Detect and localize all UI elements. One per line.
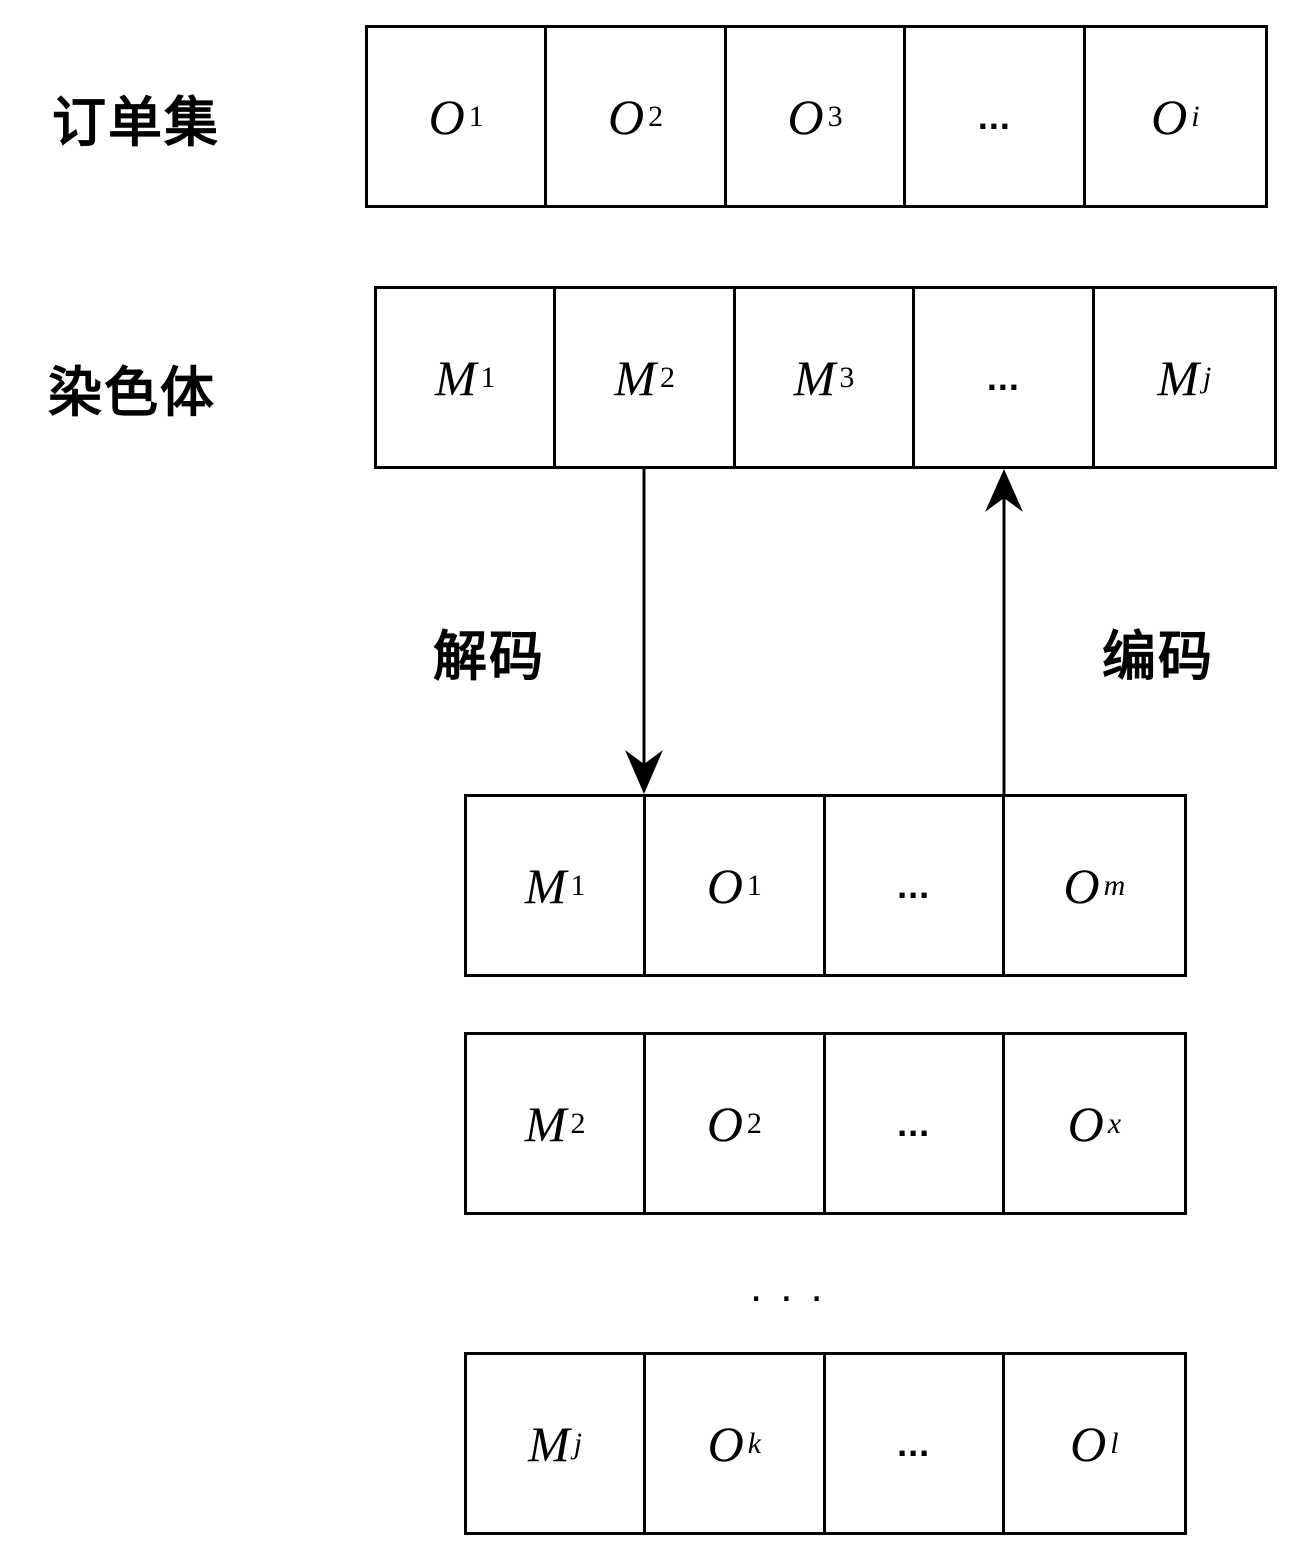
variable-symbol: M bbox=[434, 349, 477, 406]
variable-symbol: O bbox=[1067, 1095, 1104, 1152]
variable-subscript: 2 bbox=[746, 1106, 762, 1140]
variable-subscript: k bbox=[747, 1426, 762, 1460]
variable-subscript: j bbox=[1202, 360, 1212, 394]
variable-subscript: 1 bbox=[746, 868, 762, 902]
variable-subscript: i bbox=[1191, 99, 1200, 133]
chromosome-label: 染色体 bbox=[48, 361, 216, 424]
decode-arrow-head bbox=[625, 750, 663, 794]
variable-symbol: M bbox=[614, 349, 656, 406]
rows-ellipsis: ... bbox=[750, 1262, 841, 1311]
variable-subscript: l bbox=[1110, 1426, 1119, 1460]
variable-subscript: 1 bbox=[480, 360, 496, 394]
variable-symbol: M bbox=[524, 857, 567, 914]
variable-symbol: M bbox=[528, 1415, 570, 1472]
variable-symbol: O bbox=[608, 88, 645, 145]
variable-symbol: O bbox=[706, 1095, 743, 1152]
variable-symbol: O bbox=[428, 88, 465, 145]
variable-symbol: O bbox=[1070, 1415, 1107, 1472]
variable-symbol: O bbox=[1063, 857, 1100, 914]
encode-label: 编码 bbox=[1102, 625, 1214, 688]
decode-label: 解码 bbox=[433, 625, 545, 688]
ellipsis: ... bbox=[897, 1422, 931, 1464]
cell: ... bbox=[906, 28, 1086, 205]
variable-symbol: O bbox=[706, 857, 743, 914]
variable-symbol: O bbox=[707, 1415, 744, 1472]
variable-subscript: m bbox=[1103, 868, 1126, 902]
variable-subscript: 3 bbox=[827, 99, 843, 133]
ellipsis: ... bbox=[977, 95, 1011, 137]
variable-subscript: j bbox=[573, 1426, 583, 1460]
variable-subscript: 1 bbox=[468, 99, 484, 133]
variable-symbol: M bbox=[524, 1095, 567, 1152]
variable-symbol: O bbox=[1151, 88, 1188, 145]
ellipsis: ... bbox=[986, 356, 1020, 398]
order-set-label: 订单集 bbox=[52, 91, 220, 154]
cell: ... bbox=[826, 797, 1005, 974]
variable-subscript: 2 bbox=[570, 1106, 586, 1140]
cell: ... bbox=[826, 1035, 1005, 1212]
variable-subscript: x bbox=[1107, 1106, 1122, 1140]
variable-subscript: 2 bbox=[648, 99, 664, 133]
cell: ... bbox=[915, 289, 1095, 466]
encode-arrow-head bbox=[985, 469, 1023, 512]
ellipsis: ... bbox=[897, 864, 931, 906]
cell: ... bbox=[826, 1355, 1005, 1532]
variable-symbol: O bbox=[787, 88, 824, 145]
ellipsis: ... bbox=[897, 1102, 931, 1144]
variable-symbol: M bbox=[1157, 349, 1199, 406]
variable-subscript: 2 bbox=[659, 360, 675, 394]
variable-subscript: 3 bbox=[839, 360, 855, 394]
variable-subscript: 1 bbox=[570, 868, 586, 902]
variable-symbol: M bbox=[793, 349, 836, 406]
